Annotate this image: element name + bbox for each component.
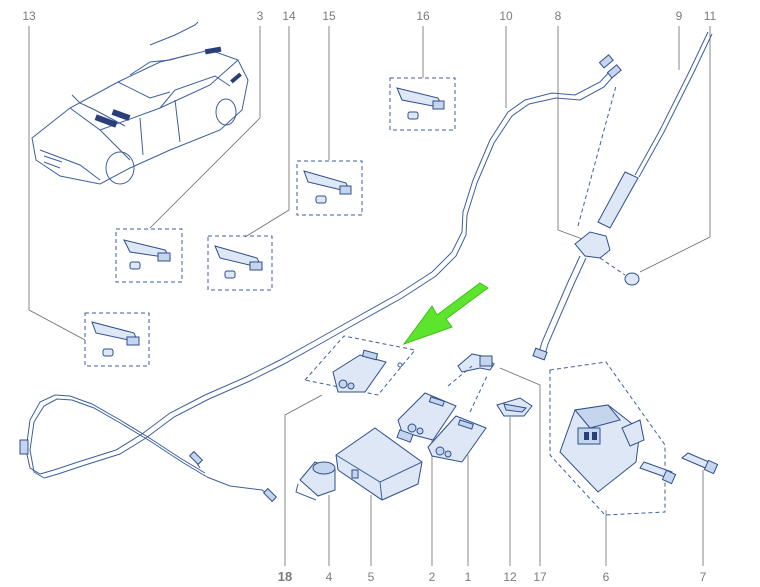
key-blade-17[interactable] [447, 353, 495, 413]
key-card-18[interactable] [304, 335, 416, 396]
callout-2[interactable]: 2 [429, 570, 436, 584]
callout-18[interactable]: 18 [278, 569, 292, 584]
sensor-box-14[interactable] [207, 235, 273, 291]
card-reader-5[interactable] [335, 427, 423, 501]
callout-5[interactable]: 5 [368, 570, 375, 584]
callout-1[interactable]: 1 [465, 570, 472, 584]
callout-7[interactable]: 7 [700, 570, 707, 584]
callout-17[interactable]: 17 [533, 570, 547, 584]
callout-11[interactable]: 11 [704, 9, 717, 23]
callout-13[interactable]: 13 [22, 9, 36, 23]
leader-lines [28, 26, 711, 566]
callout-12[interactable]: 12 [503, 570, 517, 584]
key-card-1[interactable] [427, 415, 487, 463]
sensor-box-13[interactable] [84, 312, 150, 367]
callout-15[interactable]: 15 [322, 9, 336, 23]
callout-8[interactable]: 8 [555, 9, 562, 23]
antenna-cable [19, 54, 622, 503]
sensor-box-16[interactable] [389, 77, 456, 131]
sensor-box-3[interactable] [115, 228, 183, 283]
sensor-box-15[interactable] [296, 160, 363, 216]
callout-4[interactable]: 4 [326, 570, 333, 584]
callout-10[interactable]: 10 [499, 9, 513, 23]
callout-6[interactable]: 6 [603, 570, 610, 584]
module-6[interactable] [549, 361, 666, 516]
green-pointer-arrow [402, 282, 489, 346]
screws-7[interactable] [639, 452, 719, 485]
antenna-assembly[interactable] [532, 31, 713, 361]
callout-9[interactable]: 9 [676, 9, 683, 23]
car-illustration [31, 21, 249, 185]
callout-14[interactable]: 14 [282, 9, 296, 23]
callout-16[interactable]: 16 [416, 9, 430, 23]
callout-3[interactable]: 3 [257, 9, 264, 23]
clip-12[interactable] [496, 397, 533, 417]
start-button-4[interactable] [295, 461, 336, 501]
